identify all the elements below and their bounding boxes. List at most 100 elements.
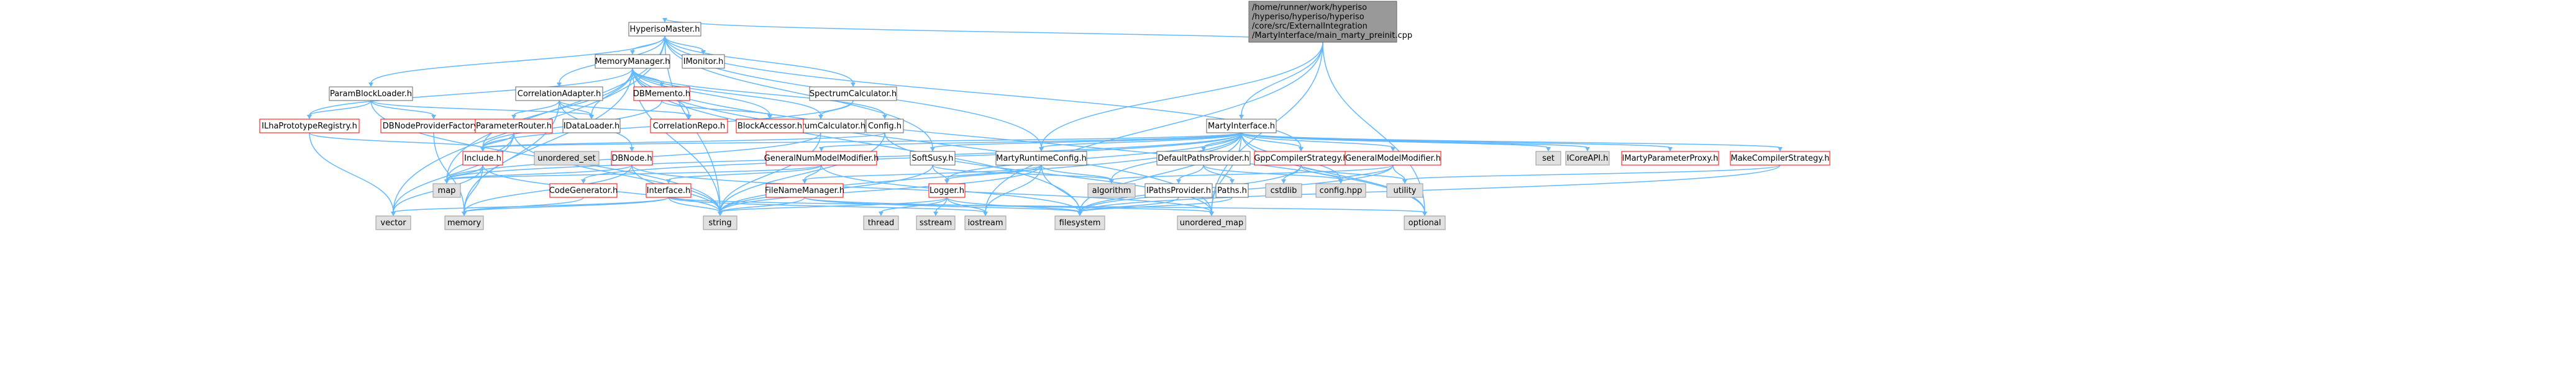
node-file-name-manager[interactable]: FileNameManager.h: [765, 183, 844, 198]
node-thread: thread: [863, 215, 899, 230]
node-default-paths-provider[interactable]: DefaultPathsProvider.h: [1156, 151, 1251, 166]
edge-root-to-marty-interface: [1241, 42, 1323, 116]
node-label: MartyRuntimeConfig.h: [996, 154, 1087, 163]
edge-gpp-compiler-strategy-to-config-hpp: [1300, 164, 1341, 181]
node-config[interactable]: Config.h: [866, 119, 904, 133]
edge-default-paths-provider-to-config-hpp: [1203, 164, 1341, 181]
node-label: CodeGenerator.h: [549, 186, 618, 195]
node-correlation-repo[interactable]: CorrelationRepo.h: [650, 119, 728, 133]
node-ilha-prototype-registry[interactable]: ILhaPrototypeRegistry.h: [259, 119, 360, 133]
node-idata-loader[interactable]: IDataLoader.h: [562, 119, 621, 133]
node-marty-runtime-config[interactable]: MartyRuntimeConfig.h: [995, 151, 1087, 166]
node-sstream: sstream: [916, 215, 956, 230]
node-parameter-router[interactable]: ParameterRouter.h: [475, 119, 553, 133]
edge-general-num-model-modifier-to-interface: [668, 164, 822, 181]
edge-config-to-unordered-map: [884, 132, 1212, 213]
node-utility: utility: [1386, 183, 1423, 198]
node-dbnode[interactable]: DBNode.h: [611, 151, 653, 166]
edge-root-to-optional: [1322, 42, 1425, 213]
node-memory: memory: [444, 215, 484, 230]
node-set: set: [1535, 151, 1561, 166]
node-algorithm: algorithm: [1087, 183, 1136, 198]
node-optional: optional: [1404, 215, 1446, 230]
edge-arrowhead: [462, 212, 467, 216]
edge-paths-to-filesystem: [1079, 197, 1233, 213]
edge-correlation-adapter-to-parameter-router: [513, 100, 560, 116]
node-label: optional: [1409, 218, 1441, 228]
edge-arrowhead: [1546, 147, 1551, 151]
edge-root-to-marty-runtime-config: [1041, 42, 1323, 148]
node-marty-interface[interactable]: MartyInterface.h: [1206, 119, 1277, 133]
node-include[interactable]: Include.h: [462, 151, 503, 166]
node-code-generator[interactable]: CodeGenerator.h: [549, 183, 618, 198]
node-imonitor[interactable]: IMonitor.h: [682, 54, 725, 69]
edge-interface-to-vector: [393, 197, 669, 213]
node-label: CorrelationRepo.h: [653, 122, 725, 131]
edge-hyperiso-master-to-param-block-loader: [370, 35, 665, 84]
edge-dbnode-to-map: [446, 164, 633, 181]
edge-arrowhead: [1585, 147, 1590, 151]
node-label: ParameterRouter.h: [476, 122, 552, 131]
node-logger[interactable]: Logger.h: [928, 183, 966, 198]
edge-file-name-manager-to-string: [719, 197, 805, 213]
edge-make-compiler-strategy-to-utility: [1404, 164, 1781, 181]
node-label: Interface.h: [647, 186, 691, 195]
edge-ilha-prototype-registry-to-vector: [309, 132, 394, 213]
node-label: iostream: [967, 218, 1003, 228]
node-label: ICoreAPI.h: [1567, 154, 1609, 163]
edge-correlation-adapter-to-idata-loader: [559, 100, 592, 116]
edge-arrowhead: [307, 115, 312, 119]
edge-ispectrum-calculator-to-string: [719, 132, 821, 213]
edge-arrowhead: [1402, 179, 1407, 184]
node-general-num-model-modifier[interactable]: GeneralNumModelModifier.h: [764, 151, 879, 166]
node-filesystem: filesystem: [1054, 215, 1105, 230]
dependency-edges: [307, 18, 1783, 216]
edge-config-to-string: [719, 132, 885, 213]
node-paths[interactable]: Paths.h: [1215, 183, 1249, 198]
edge-arrowhead: [819, 147, 824, 151]
node-block-accessor[interactable]: BlockAccessor.h: [736, 119, 804, 133]
node-gpp-compiler-strategy[interactable]: GppCompilerStrategy.h: [1254, 151, 1348, 166]
node-label: memory: [447, 218, 482, 228]
node-label: HyperisoMaster.h: [630, 25, 700, 34]
edge-arrowhead: [391, 212, 396, 216]
node-interface[interactable]: Interface.h: [646, 183, 692, 198]
node-spectrum-calculator[interactable]: SpectrumCalculator.h: [809, 86, 897, 101]
node-memory-manager[interactable]: MemoryManager.h: [595, 54, 670, 69]
edge-memory-manager-to-ilha-prototype-registry: [309, 68, 633, 116]
node-ipaths-provider[interactable]: IPathsProvider.h: [1144, 183, 1213, 198]
edge-arrowhead: [1668, 147, 1673, 151]
node-dbmemento[interactable]: DBMemento.h: [633, 86, 690, 101]
node-param-block-loader[interactable]: ParamBlockLoader.h: [329, 86, 413, 101]
edge-memory-manager-to-ispectrum-calculator: [632, 68, 821, 116]
node-imarty-parameter-proxy[interactable]: IMartyParameterProxy.h: [1621, 151, 1719, 166]
node-dbnode-provider-factory[interactable]: DBNodeProviderFactory.h: [380, 119, 487, 133]
edge-arrowhead: [718, 212, 723, 216]
node-make-compiler-strategy[interactable]: MakeCompilerStrategy.h: [1730, 151, 1830, 166]
node-soft-susy[interactable]: SoftSusy.h: [910, 151, 956, 166]
edge-memory-manager-to-config: [632, 68, 885, 116]
node-label: Paths.h: [1217, 186, 1247, 195]
node-label: BlockAccessor.h: [738, 122, 802, 131]
node-hyperiso-master[interactable]: HyperisoMaster.h: [628, 22, 701, 37]
node-label: map: [438, 186, 456, 195]
edge-arrowhead: [1077, 212, 1082, 216]
node-label: unordered_map: [1180, 218, 1244, 228]
node-label: filesystem: [1059, 218, 1101, 228]
edge-arrowhead: [581, 179, 586, 184]
edge-param-block-loader-to-dbnode-provider-factory: [370, 100, 434, 116]
edge-arrowhead: [851, 83, 856, 87]
edge-marty-interface-to-gpp-compiler-strategy: [1241, 132, 1302, 148]
edge-default-paths-provider-to-paths: [1203, 164, 1233, 181]
edge-arrowhead: [1176, 179, 1181, 184]
edge-arrowhead: [630, 50, 635, 55]
node-label: IDataLoader.h: [564, 122, 620, 131]
node-label: unordered_set: [537, 154, 595, 163]
edge-arrowhead: [368, 83, 373, 87]
node-correlation-adapter[interactable]: CorrelationAdapter.h: [515, 86, 603, 101]
node-general-model-modifier[interactable]: GeneralModelModifier.h: [1345, 151, 1441, 166]
edge-arrowhead: [802, 179, 807, 184]
node-label: DefaultPathsProvider.h: [1158, 154, 1249, 163]
node-cstdlib: cstdlib: [1265, 183, 1302, 198]
edge-default-paths-provider-to-ipaths-provider: [1178, 164, 1204, 181]
